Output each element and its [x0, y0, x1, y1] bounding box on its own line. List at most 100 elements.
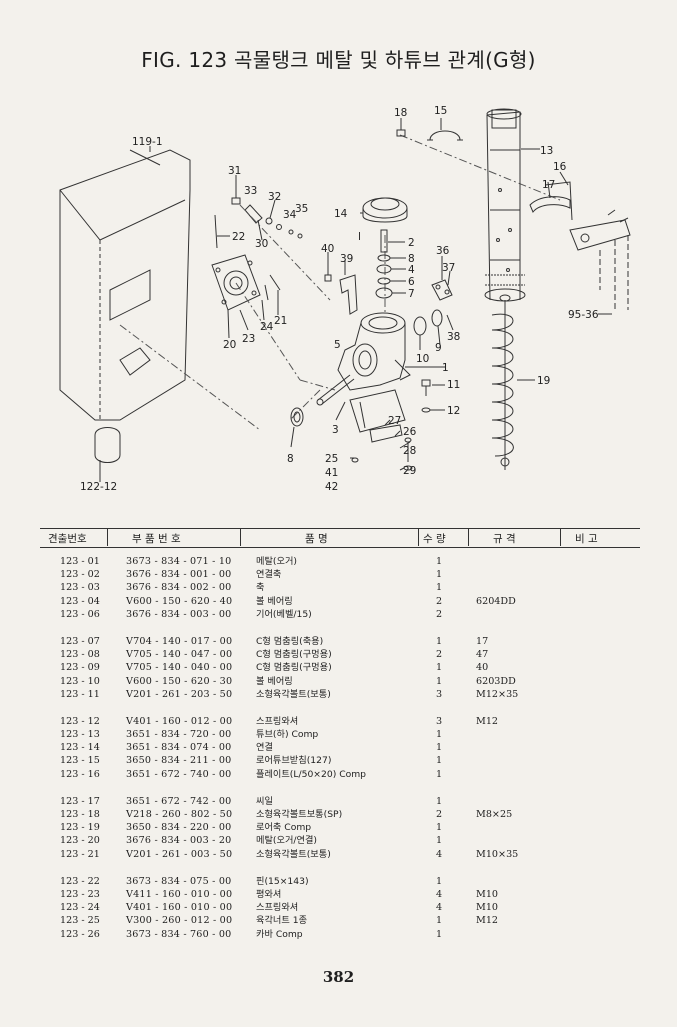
callout-39: 39 — [340, 253, 353, 265]
cell-part-name: 볼 베어링 — [256, 675, 293, 687]
leader-lines — [99, 118, 612, 482]
cell-ref-no: 123 - 17 — [60, 795, 100, 807]
callout-38: 38 — [447, 331, 460, 343]
cell-part-number: 3650 - 834 - 220 - 00 — [126, 822, 232, 834]
cell-ref-no: 123 - 15 — [60, 755, 100, 767]
cell-quantity: 3 — [436, 715, 443, 727]
cell-part-number: 3651 - 672 - 742 - 00 — [126, 795, 232, 807]
group-spacer — [0, 621, 677, 635]
cell-ref-no: 123 - 13 — [60, 729, 100, 741]
callout-20: 20 — [223, 339, 236, 351]
callout-37: 37 — [442, 262, 455, 274]
callout-15: 15 — [434, 105, 447, 117]
cell-part-number: V401 - 160 - 012 - 00 — [126, 715, 233, 727]
cell-quantity: 1 — [436, 662, 443, 674]
cell-spec: M12 — [476, 915, 499, 927]
header-divider — [560, 528, 561, 546]
callout-1: 1 — [442, 362, 449, 374]
lower-tube — [484, 108, 526, 302]
cell-quantity: 1 — [436, 822, 443, 834]
cell-part-name: 축 — [256, 582, 265, 594]
cell-part-name: 기어(베벨/15) — [256, 608, 312, 620]
cell-part-number: 3650 - 834 - 211 - 00 — [126, 755, 232, 767]
cell-part-name: C형 멈춤링(구멍용) — [256, 649, 332, 661]
cell-part-number: 3651 - 834 - 720 - 00 — [126, 729, 232, 741]
cell-quantity: 2 — [436, 608, 443, 620]
callout-29: 29 — [403, 465, 416, 477]
cell-quantity: 1 — [436, 915, 443, 927]
cell-part-name: 연결축 — [256, 569, 282, 581]
cell-ref-no: 123 - 01 — [60, 556, 100, 567]
callout-35: 35 — [295, 203, 308, 215]
cell-ref-no: 123 - 12 — [60, 715, 100, 727]
cell-part-number: 3676 - 834 - 001 - 00 — [126, 569, 232, 581]
cell-part-name: C형 멈춤링(구멍용) — [256, 662, 332, 674]
page-number: 382 — [322, 968, 355, 986]
cell-part-number: V705 - 140 - 040 - 00 — [126, 662, 233, 674]
header-part-name: 품 명 — [305, 533, 328, 545]
cell-spec: 40 — [476, 662, 489, 674]
cell-part-name: 씨일 — [256, 795, 273, 807]
cell-quantity: 1 — [436, 768, 443, 780]
cell-part-name: 볼 베어링 — [256, 595, 293, 607]
cell-part-name: 카바 Comp — [256, 928, 303, 940]
callout-12: 12 — [447, 405, 460, 417]
cell-quantity: 2 — [436, 649, 443, 661]
cell-part-number: V600 - 150 - 620 - 30 — [126, 675, 233, 687]
cell-part-number: 3651 - 672 - 740 - 00 — [126, 768, 232, 780]
lower-tube-support-ring — [362, 197, 408, 223]
callout-119-1: 119-1 — [132, 136, 163, 148]
header-divider — [468, 528, 469, 546]
group-spacer — [0, 701, 677, 715]
auger-screw — [491, 294, 514, 470]
table-row: 123 - 17 3651 - 672 - 742 - 00 씨일 1 — [0, 795, 677, 808]
cell-ref-no: 123 - 16 — [60, 768, 100, 780]
callout-13: 13 — [540, 145, 553, 157]
callout-2: 2 — [408, 237, 415, 249]
callout-6: 6 — [408, 276, 415, 288]
cell-part-number: V704 - 140 - 017 - 00 — [126, 635, 233, 647]
cell-quantity: 4 — [436, 888, 443, 900]
header-part-number: 부 품 번 호 — [132, 533, 181, 545]
cover-plate — [211, 214, 261, 311]
cell-ref-no: 123 - 26 — [60, 928, 100, 940]
cell-part-name: 소형육각볼트(보통) — [256, 688, 331, 700]
callout-41: 41 — [325, 467, 338, 479]
cell-ref-no: 123 - 07 — [60, 635, 100, 647]
cell-spec: 6204DD — [476, 595, 516, 607]
header-divider — [107, 528, 108, 546]
cell-spec: 6203DD — [476, 675, 516, 687]
callout-17: 17 — [542, 179, 555, 191]
callout-95-36: 95-36 — [568, 309, 599, 321]
group-spacer — [0, 861, 677, 875]
cell-part-name: 평와셔 — [256, 888, 282, 900]
cell-ref-no: 123 - 11 — [60, 688, 100, 700]
cell-part-number: 3673 - 834 - 760 - 00 — [126, 928, 232, 940]
cell-quantity: 1 — [436, 569, 443, 581]
grain-tank-body — [59, 149, 191, 421]
bearing-washer — [290, 407, 304, 427]
callout-26: 26 — [403, 426, 417, 438]
cell-quantity: 1 — [436, 795, 443, 807]
cell-ref-no: 123 - 20 — [60, 835, 100, 847]
cell-part-name: 스프링와셔 — [256, 902, 299, 914]
cell-ref-no: 123 - 06 — [60, 608, 100, 620]
cell-part-name: 메탈(오거/연결) — [256, 835, 317, 847]
cell-part-name: 핀(15×143) — [256, 875, 309, 887]
cell-part-name: 소형육각볼트보통(SP) — [256, 809, 343, 820]
cell-part-name: 소형육각볼트(보통) — [256, 848, 331, 860]
seal-and-plate — [529, 181, 631, 310]
